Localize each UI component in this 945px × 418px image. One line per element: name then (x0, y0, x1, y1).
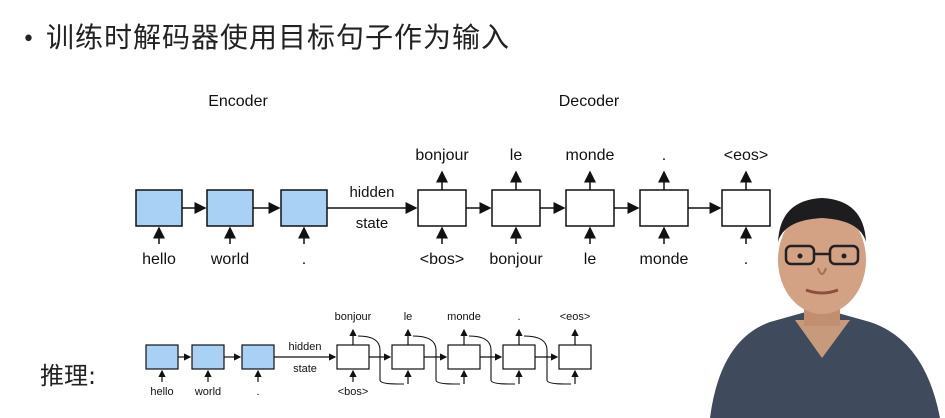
encoder-input-label: hello (150, 386, 173, 398)
encoder-label: Encoder (208, 93, 268, 110)
encoder-cell (280, 189, 328, 227)
state-label: state (293, 363, 317, 375)
decoder-output-label: monde (566, 147, 615, 164)
slide-bullet: • 训练时解码器使用目标句子作为输入 (22, 16, 510, 56)
decoder-input-label: . (744, 251, 748, 268)
decoder-input-label: <bos> (338, 386, 369, 398)
decoder-output-label: bonjour (415, 147, 469, 164)
decoder-input-label: <bos> (420, 251, 464, 268)
decoder-input-label: le (584, 251, 597, 268)
decoder-cell (565, 189, 615, 227)
decoder-cell (391, 344, 425, 370)
decoder-output-label: monde (447, 311, 481, 323)
encoder-cell (241, 344, 275, 370)
decoder-cell (491, 189, 541, 227)
inference-label: 推理: (40, 362, 97, 390)
encoder-cell (135, 189, 183, 227)
encoder-cell (145, 344, 179, 370)
bullet-dot: • (22, 26, 36, 52)
decoder-output-label: . (662, 147, 666, 164)
encoder-input-label: hello (142, 251, 176, 268)
decoder-output-label: <eos> (724, 147, 768, 164)
decoder-output-label: . (517, 311, 520, 323)
encoder-cell (206, 189, 254, 227)
encoder-input-label: world (210, 251, 249, 268)
decoder-cell (417, 189, 467, 227)
encoder-cell (191, 344, 225, 370)
encoder-input-label: . (256, 386, 259, 398)
hidden-label: hidden (288, 341, 321, 353)
decoder-output-label: le (404, 311, 413, 323)
decoder-input-label: monde (640, 251, 689, 268)
decoder-output-label: bonjour (335, 311, 372, 323)
decoder-cell (502, 344, 536, 370)
bullet-text: 训练时解码器使用目标句子作为输入 (45, 21, 510, 54)
hidden-label: hidden (349, 184, 394, 201)
state-label: state (356, 215, 389, 232)
encoder-input-label: world (194, 386, 221, 398)
decoder-cell (336, 344, 370, 370)
decoder-label: Decoder (559, 93, 620, 110)
decoder-output-label: le (510, 147, 523, 164)
decoder-cell (558, 344, 592, 370)
decoder-output-label: <eos> (560, 311, 591, 323)
presenter-image (710, 198, 940, 418)
decoder-cell (639, 189, 689, 227)
decoder-cell (447, 344, 481, 370)
encoder-input-label: . (302, 251, 306, 268)
decoder-input-label: bonjour (489, 251, 543, 268)
